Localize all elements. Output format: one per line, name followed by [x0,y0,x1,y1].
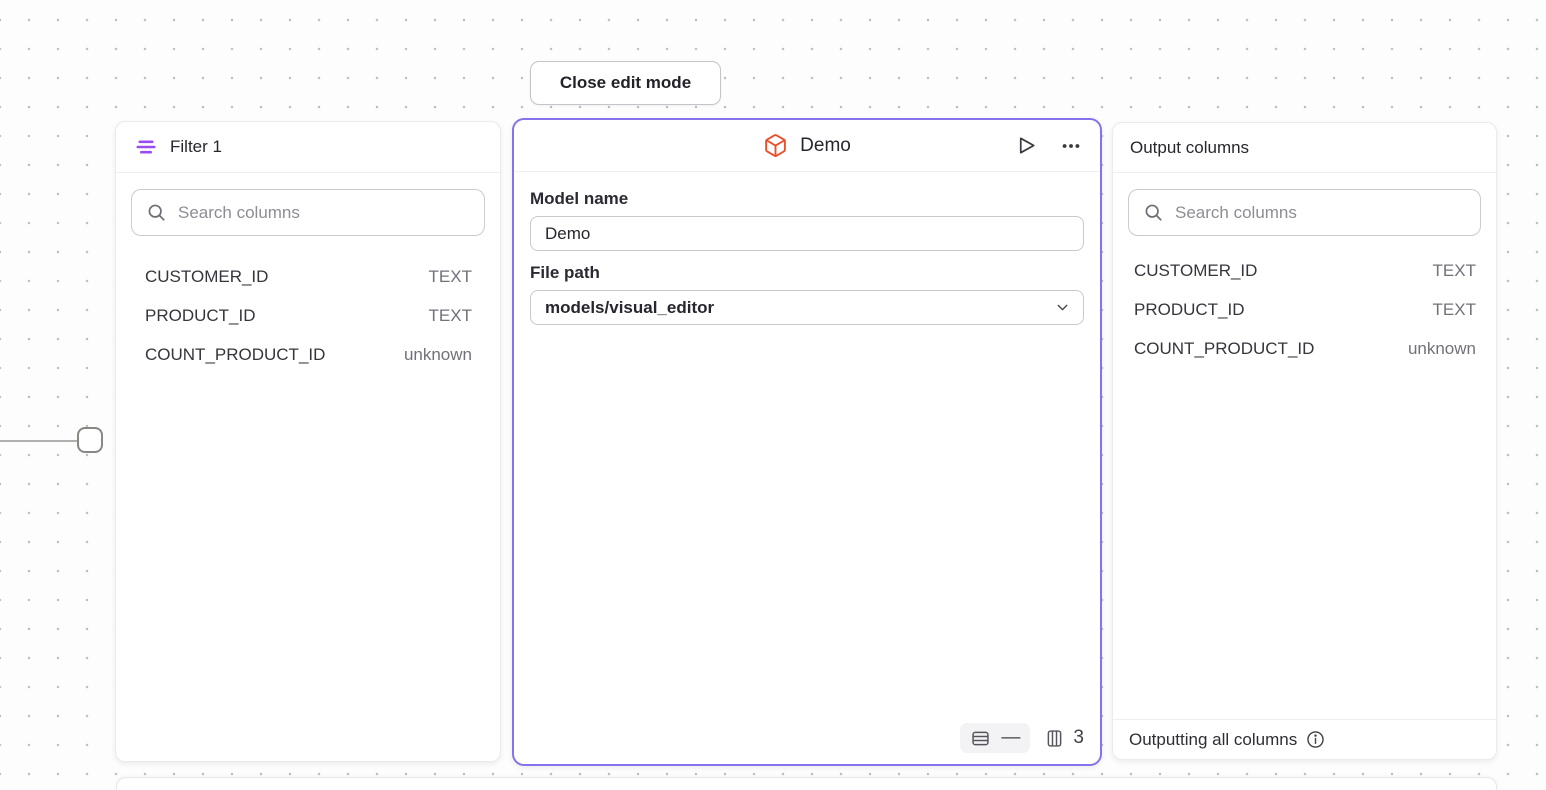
run-model-button[interactable] [1013,132,1040,159]
connector-handle[interactable] [77,427,103,453]
column-name: CUSTOMER_ID [145,266,269,286]
column-row[interactable]: CUSTOMER_ID TEXT [1113,251,1496,290]
output-footer-text: Outputting all columns [1129,729,1298,749]
filter-panel-header: Filter 1 [116,122,500,173]
column-type: TEXT [1432,260,1476,280]
column-row[interactable]: CUSTOMER_ID TEXT [116,257,500,296]
column-type: TEXT [428,266,472,286]
output-search-box [1128,189,1481,236]
column-type: unknown [403,344,472,364]
file-path-label: File path [530,263,600,282]
file-path-select[interactable]: models/visual_editor [530,290,1084,325]
output-search-input[interactable] [1175,202,1466,223]
search-icon [1143,202,1164,223]
column-name: PRODUCT_ID [1134,299,1245,319]
filter-panel-title: Filter 1 [170,137,222,156]
output-columns-panel: Output columns CUSTOMER_ID TEXT PRODUCT_… [1112,122,1497,760]
cube-icon [763,133,788,158]
model-panel-header: Demo [514,120,1100,172]
column-name: COUNT_PRODUCT_ID [1134,338,1315,358]
column-name: PRODUCT_ID [145,305,256,325]
column-count-value: 3 [1073,727,1084,748]
filter-node-panel[interactable]: Filter 1 CUSTOMER_ID TEXT PRODUCT_ID TEX… [115,121,501,762]
output-column-list: CUSTOMER_ID TEXT PRODUCT_ID TEXT COUNT_P… [1113,251,1496,368]
column-row[interactable]: COUNT_PRODUCT_ID unknown [116,335,500,374]
column-name: COUNT_PRODUCT_ID [145,344,326,364]
column-name: CUSTOMER_ID [1134,260,1258,280]
model-node-panel[interactable]: Demo Model name File path models/visual_… [512,118,1102,766]
column-type: TEXT [428,305,472,325]
column-row[interactable]: COUNT_PRODUCT_ID unknown [1113,329,1496,368]
more-options-button[interactable] [1058,133,1084,159]
bottom-panel-edge[interactable] [116,777,1497,790]
filter-column-list: CUSTOMER_ID TEXT PRODUCT_ID TEXT COUNT_P… [116,257,500,374]
filter-search-box [131,189,485,236]
ellipsis-icon [1062,143,1080,148]
output-panel-title: Output columns [1130,137,1250,157]
connector-edge [0,440,78,442]
column-row[interactable]: PRODUCT_ID TEXT [116,296,500,335]
column-type: TEXT [1432,299,1476,319]
model-stats-bar: — 3 [960,723,1084,753]
row-count-toggle[interactable]: — [960,723,1031,753]
search-icon [146,202,167,223]
chevron-down-icon [1054,299,1071,316]
model-name-input[interactable] [530,216,1084,251]
output-panel-header: Output columns [1113,123,1496,173]
play-icon [1019,137,1035,154]
close-edit-mode-button[interactable]: Close edit mode [530,61,721,105]
column-count-group[interactable]: 3 [1044,727,1084,749]
filter-search-input[interactable] [178,202,470,223]
file-path-value: models/visual_editor [545,297,715,317]
output-footer: Outputting all columns [1113,719,1496,759]
table-columns-icon [1044,728,1065,749]
row-count-value: — [1001,727,1021,748]
column-type: unknown [1407,338,1476,358]
model-name-label: Model name [530,189,629,208]
filter-lines-icon [134,135,158,159]
column-row[interactable]: PRODUCT_ID TEXT [1113,290,1496,329]
info-icon[interactable] [1305,729,1326,750]
table-rows-icon [970,728,991,749]
model-panel-title: Demo [800,134,851,156]
